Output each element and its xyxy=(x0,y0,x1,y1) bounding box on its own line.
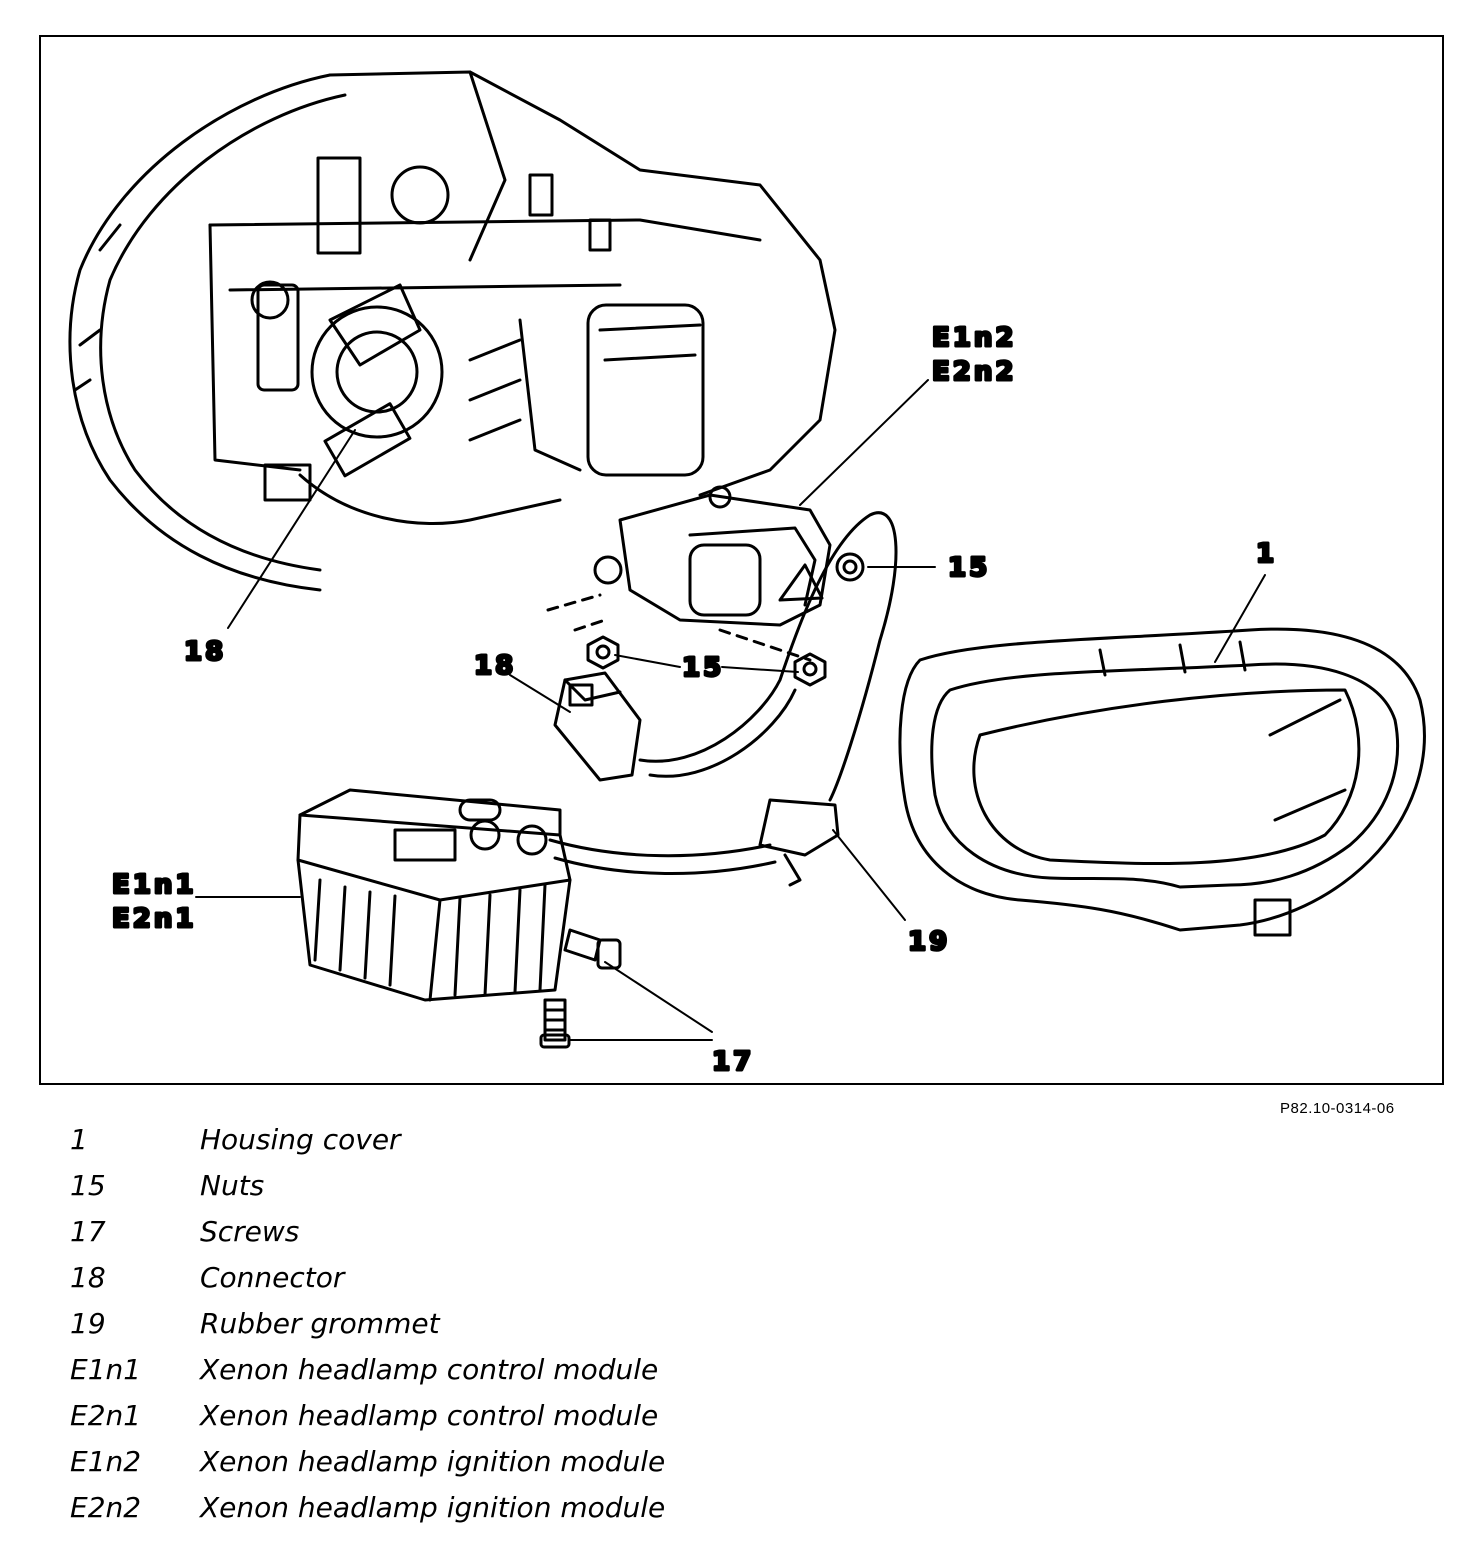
legend-key: 1 xyxy=(70,1122,88,1156)
callout-e2n1: E2n1 xyxy=(112,904,196,934)
callout-e1n2: E1n2 xyxy=(932,323,1016,353)
connector-drawing xyxy=(553,671,642,782)
callout-17: 17 xyxy=(712,1047,754,1077)
legend-row: 15 Nuts xyxy=(70,1162,665,1208)
legend-row: E2n1 Xenon headlamp control module xyxy=(70,1392,665,1438)
legend-description: Screws xyxy=(200,1214,300,1248)
legend-row: E1n2 Xenon headlamp ignition module xyxy=(70,1438,665,1484)
callout-15-upper: 15 xyxy=(948,553,990,583)
legend-description: Xenon headlamp ignition module xyxy=(200,1490,666,1524)
legend-key: 19 xyxy=(70,1306,106,1340)
cable-drawing xyxy=(548,511,898,887)
housing-cover-drawing xyxy=(898,627,1426,937)
legend-key: E1n2 xyxy=(70,1444,142,1478)
ignition-module-drawing xyxy=(593,485,865,627)
legend-description: Nuts xyxy=(200,1168,265,1202)
callout-19: 19 xyxy=(908,927,950,957)
figure-code: P82.10-0314-06 xyxy=(1280,1100,1395,1117)
callout-e1n1: E1n1 xyxy=(112,870,196,900)
exploded-diagram: E1n2 E2n2 15 1 18 18 15 E1n1 E2n1 19 17 xyxy=(68,70,1426,1079)
headlamp-assembly-drawing xyxy=(68,70,837,592)
leader-lines xyxy=(195,379,1266,1041)
legend-key: 15 xyxy=(70,1168,106,1202)
callout-e2n2: E2n2 xyxy=(932,357,1016,387)
legend-key: E2n2 xyxy=(70,1490,142,1524)
control-module-drawing xyxy=(296,788,572,1002)
screws-drawing xyxy=(539,928,622,1049)
callout-15-lower: 15 xyxy=(682,653,724,683)
nuts-drawing xyxy=(546,593,827,687)
callout-1: 1 xyxy=(1256,539,1277,569)
legend-row: 1 Housing cover xyxy=(70,1116,665,1162)
legend-row: 19 Rubber grommet xyxy=(70,1300,665,1346)
callout-18-lower: 18 xyxy=(474,651,516,681)
parts-legend: 1 Housing cover 15 Nuts 17 Screws 18 Con… xyxy=(70,1116,665,1530)
legend-description: Xenon headlamp control module xyxy=(200,1398,659,1432)
legend-description: Xenon headlamp ignition module xyxy=(200,1444,666,1478)
legend-description: Xenon headlamp control module xyxy=(200,1352,659,1386)
legend-description: Housing cover xyxy=(200,1122,401,1156)
legend-key: E1n1 xyxy=(70,1352,142,1386)
legend-row: E2n2 Xenon headlamp ignition module xyxy=(70,1484,665,1530)
legend-row: 18 Connector xyxy=(70,1254,665,1300)
legend-description: Rubber grommet xyxy=(200,1306,440,1340)
callout-18-upper: 18 xyxy=(184,637,226,667)
legend-description: Connector xyxy=(200,1260,345,1294)
legend-key: 17 xyxy=(70,1214,106,1248)
legend-row: E1n1 Xenon headlamp control module xyxy=(70,1346,665,1392)
legend-row: 17 Screws xyxy=(70,1208,665,1254)
legend-key: 18 xyxy=(70,1260,106,1294)
figure-frame xyxy=(39,35,1444,1085)
legend-key: E2n1 xyxy=(70,1398,142,1432)
